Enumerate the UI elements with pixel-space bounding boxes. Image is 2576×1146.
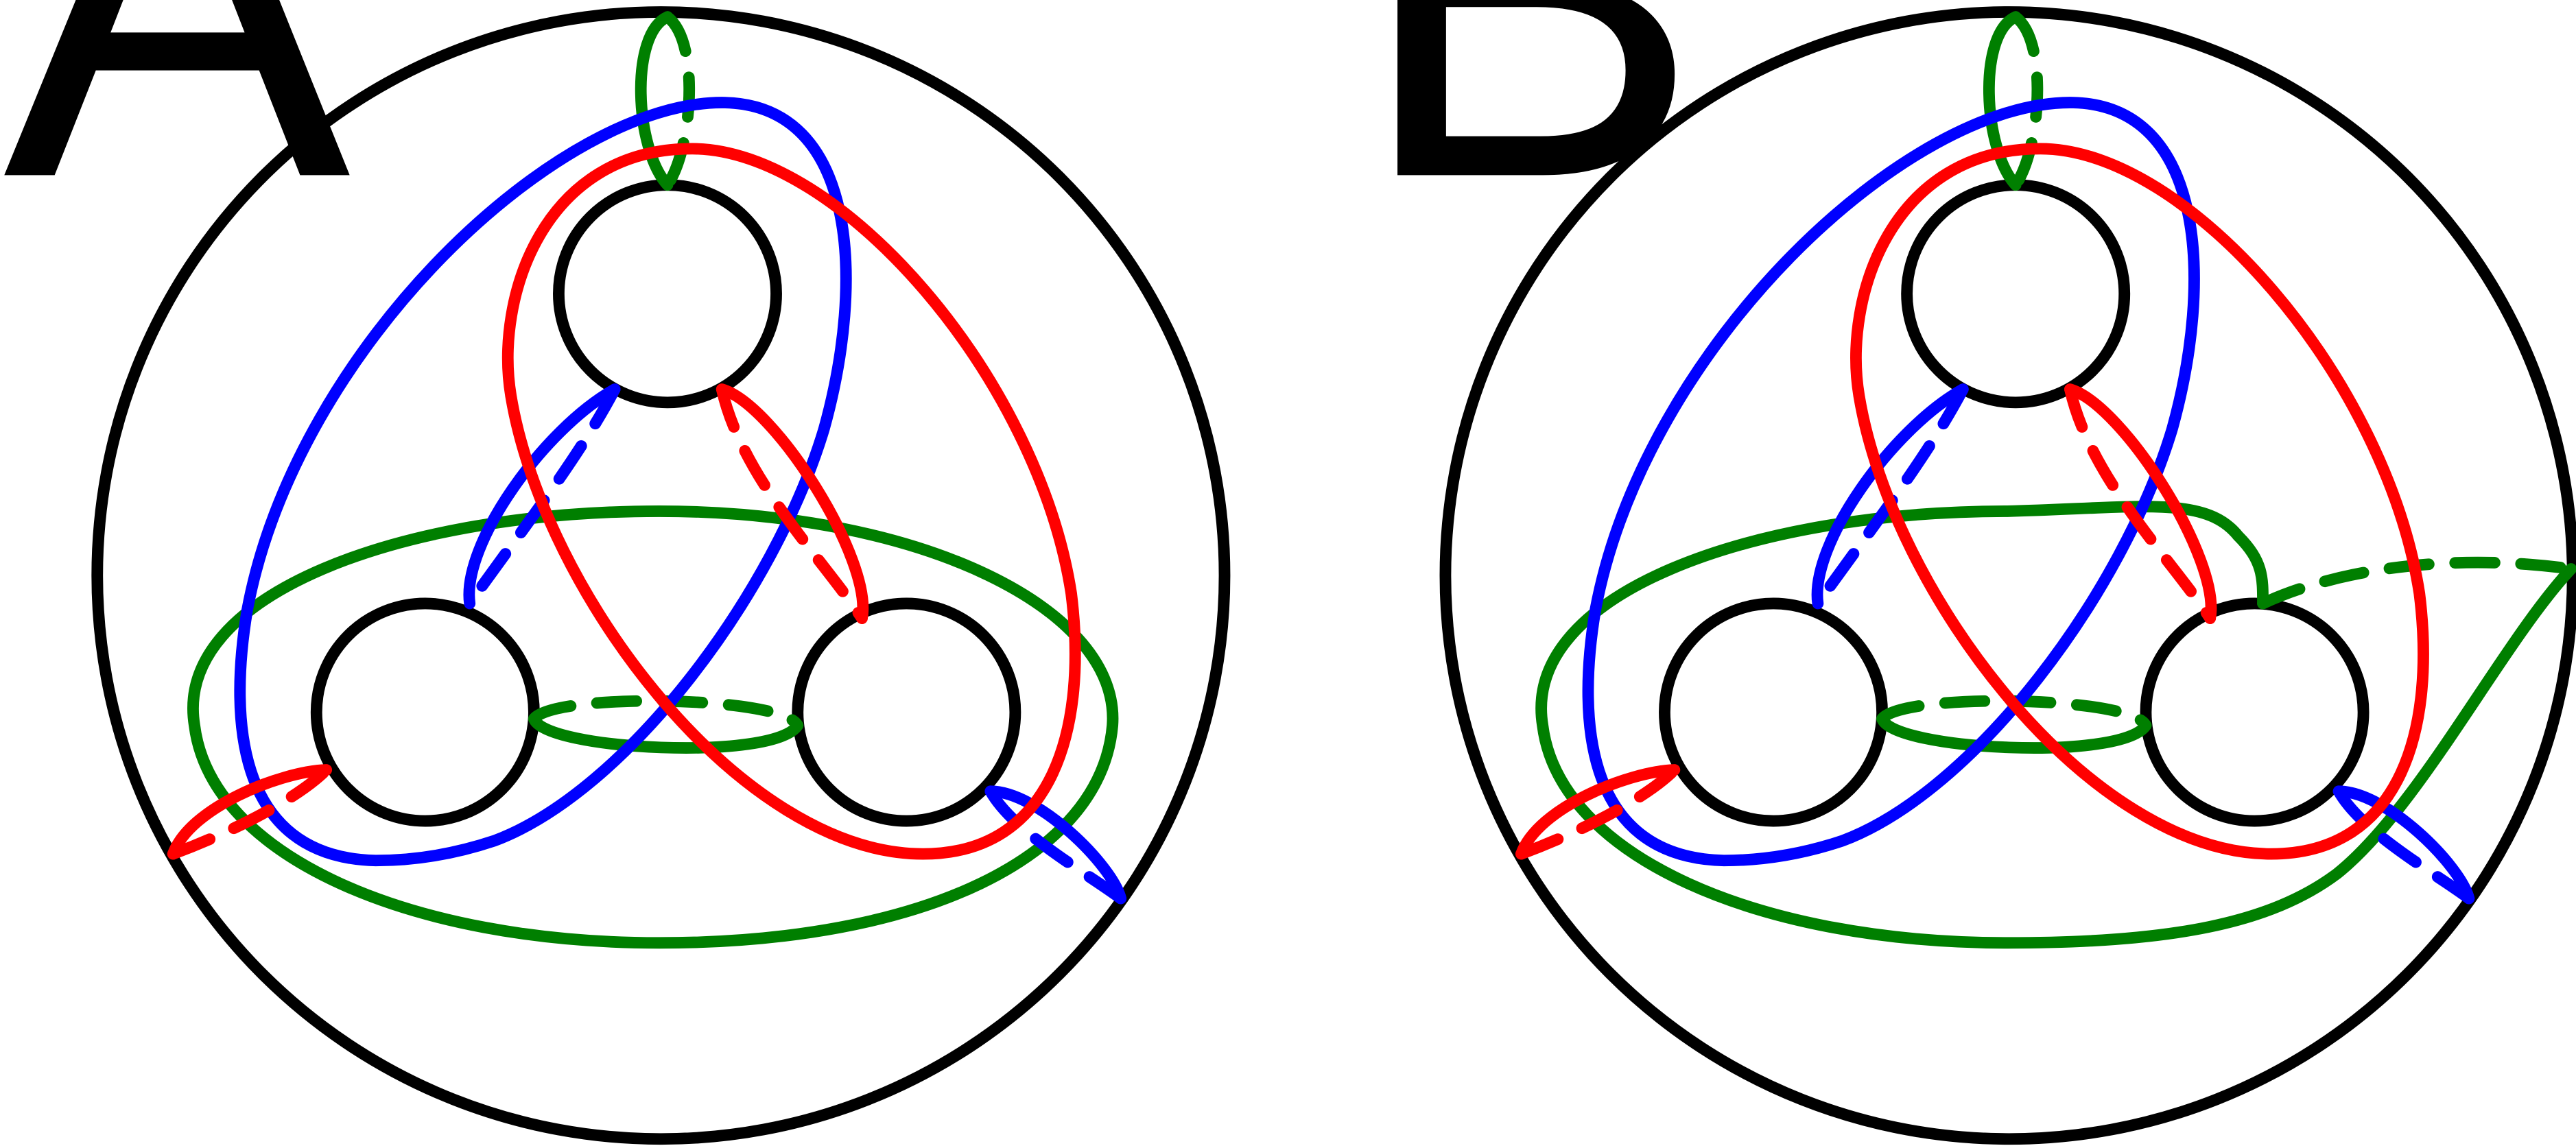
hole-right [2140,597,2370,827]
red-arc-right-front [2064,383,2217,624]
green-top-back [2009,11,2044,191]
blue-arc-right-front [2332,785,2475,905]
green-modified-loop-back [2257,556,2576,610]
hole-left [1659,597,1888,827]
hole-top [1901,179,2131,409]
green-meridian-front [1876,713,2152,754]
panel-b-surface [1439,6,2576,1145]
blue-arc-left-front [1811,383,1969,610]
green-top-front [1983,11,2022,191]
blue-arc-right-back [2332,785,2475,905]
red-arc-left-back [1515,764,1681,860]
blue-big-loop [1582,97,2200,867]
red-arc-right-back [2064,383,2217,624]
panel-a-surface [97,12,1225,1138]
red-arc-left-front [1515,764,1681,860]
panel-a: A [3,0,1225,1139]
red-big-loop [1850,143,2429,860]
panel-b: B [1355,0,2576,1145]
